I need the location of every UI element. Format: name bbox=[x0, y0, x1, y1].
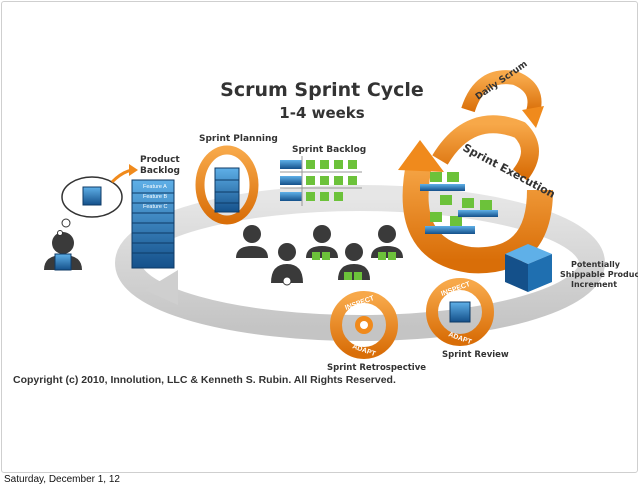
feature-a: Feature A bbox=[143, 184, 167, 190]
sprint-planning-cycle bbox=[195, 145, 259, 225]
increment-label-1: Potentially bbox=[571, 260, 621, 269]
product-owner-person bbox=[44, 232, 82, 271]
product-backlog-label-1: Product bbox=[140, 155, 180, 165]
sprint-execution-arrow bbox=[398, 115, 553, 274]
increment-label-2: Shippable Product bbox=[560, 270, 638, 279]
sprint-execution-label: Sprint Execution bbox=[461, 141, 558, 201]
product-backlog-label-2: Backlog bbox=[140, 166, 180, 176]
product-increment-cube bbox=[505, 244, 552, 292]
sprint-retrospective-label: Sprint Retrospective bbox=[327, 363, 426, 373]
slide-date: Saturday, December 1, 12 bbox=[4, 474, 120, 485]
sprint-tasks bbox=[420, 172, 498, 234]
sprint-backlog-grid bbox=[280, 156, 362, 206]
diagram-subtitle: 1-4 weeks bbox=[279, 104, 365, 122]
sprint-review-label: Sprint Review bbox=[442, 350, 509, 360]
increment-label-3: Increment bbox=[571, 280, 617, 289]
retrospective-cycle bbox=[330, 291, 398, 359]
copyright-text: Copyright (c) 2010, Innolution, LLC & Ke… bbox=[13, 374, 396, 386]
sprint-planning-label: Sprint Planning bbox=[199, 134, 278, 144]
feature-c: Feature C bbox=[143, 204, 167, 210]
product-backlog-stack: Feature A Feature B Feature C bbox=[131, 179, 175, 269]
feature-b: Feature B bbox=[143, 194, 167, 200]
scrum-team bbox=[236, 225, 403, 286]
daily-scrum-cycle bbox=[461, 70, 544, 128]
idea-cloud bbox=[57, 176, 123, 236]
diagram-title: Scrum Sprint Cycle bbox=[220, 79, 424, 101]
review-cycle bbox=[426, 278, 494, 346]
sprint-backlog-label: Sprint Backlog bbox=[292, 145, 366, 155]
